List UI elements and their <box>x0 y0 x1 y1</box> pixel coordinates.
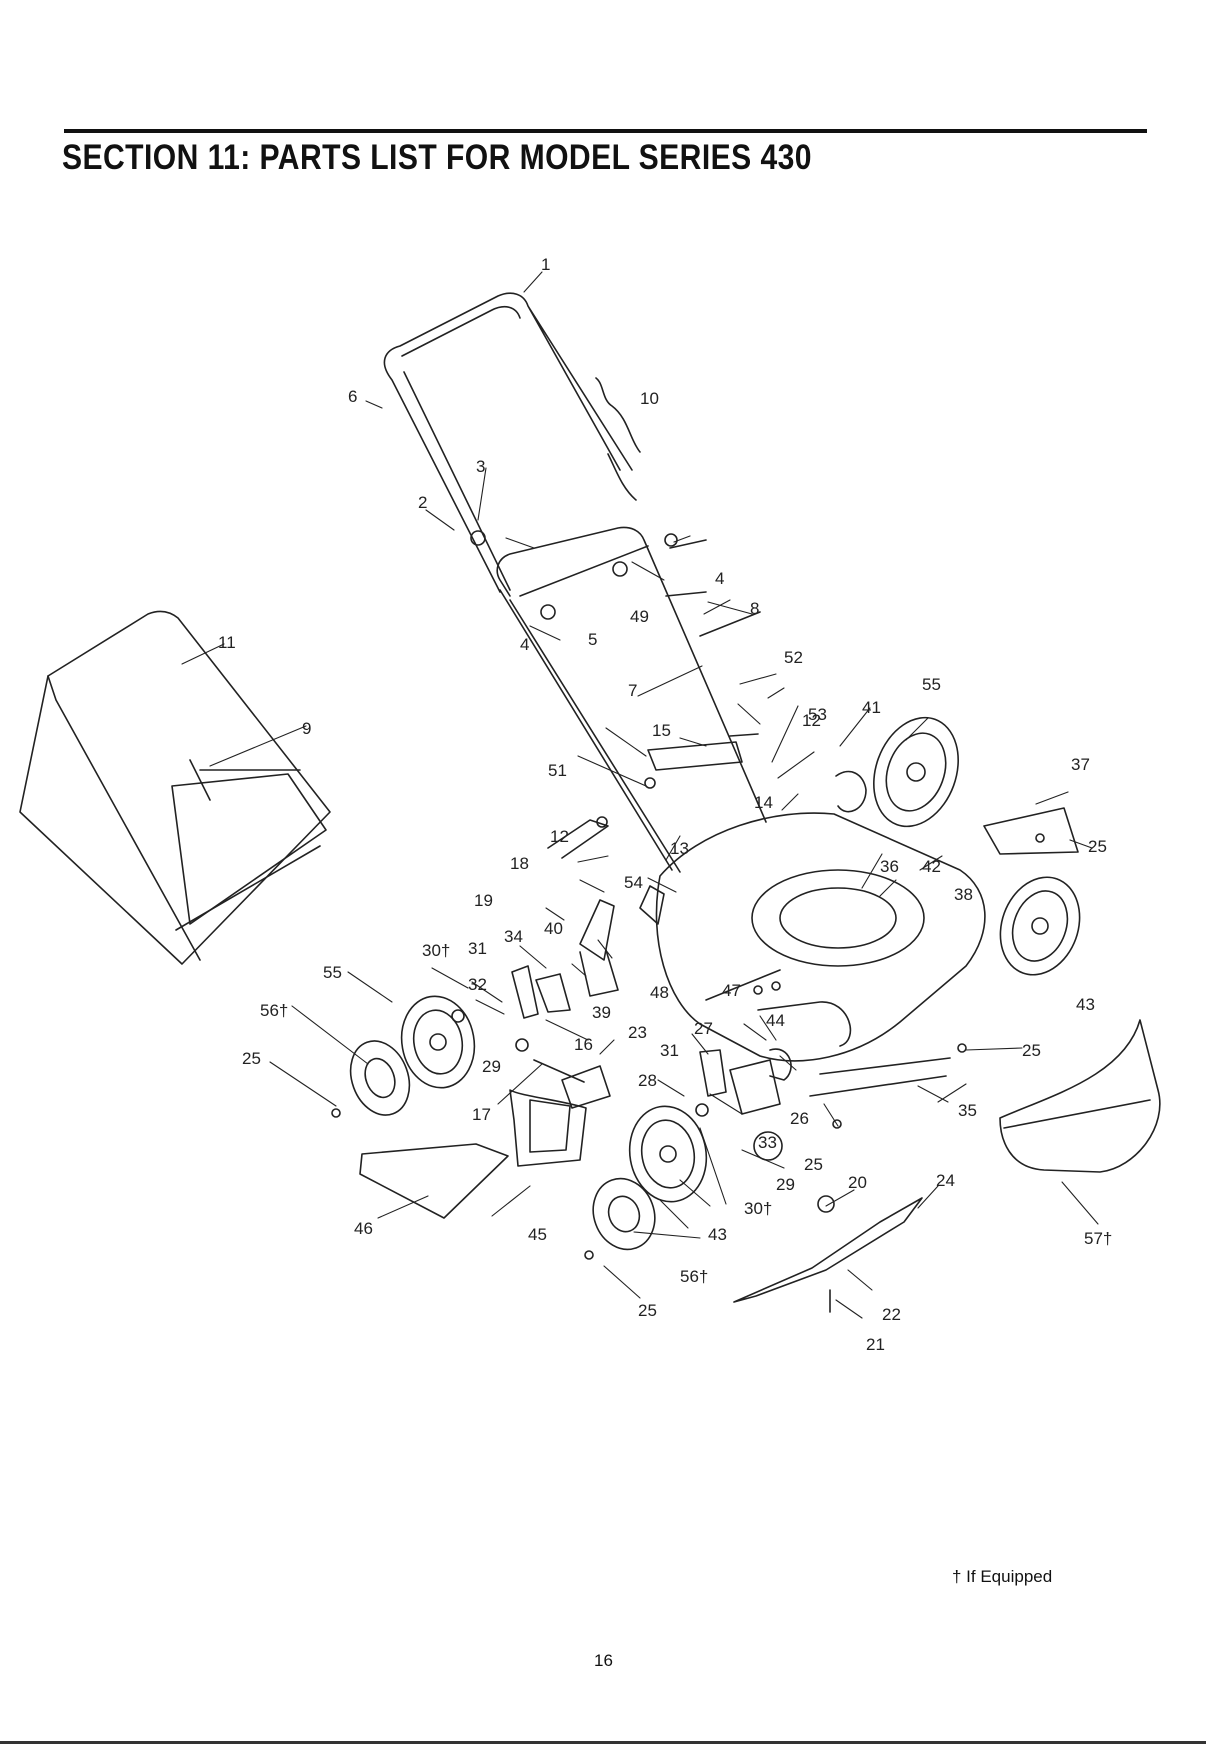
mower-deck <box>656 813 984 1096</box>
rear-door <box>510 1090 586 1166</box>
callout-1: 1 <box>541 255 550 274</box>
callout-19: 19 <box>474 891 493 910</box>
wheel-rear-left <box>395 990 482 1093</box>
callout-9: 9 <box>302 719 311 738</box>
callout-55: 55 <box>922 675 941 694</box>
hubcap-left <box>341 1033 420 1124</box>
callout-17: 17 <box>472 1105 491 1124</box>
callout-26: 26 <box>790 1109 809 1128</box>
callout-56-dagger: 56† <box>260 1001 288 1020</box>
callout-3: 3 <box>476 457 485 476</box>
callout-46: 46 <box>354 1219 373 1238</box>
callout-43-lower: 43 <box>708 1225 727 1244</box>
grass-catcher <box>20 611 330 964</box>
callout-39: 39 <box>592 1003 611 1022</box>
callout-45: 45 <box>528 1225 547 1244</box>
callout-2: 2 <box>418 493 427 512</box>
callout-27: 27 <box>694 1019 713 1038</box>
callout-23: 23 <box>628 1023 647 1042</box>
callout-5: 5 <box>588 630 597 649</box>
callout-49: 49 <box>630 607 649 626</box>
callout-33: 33 <box>758 1133 777 1152</box>
callout-57-dagger: 57† <box>1084 1229 1112 1248</box>
callout-34: 34 <box>504 927 523 946</box>
mulch-plug <box>562 1066 610 1108</box>
callout-53: 53 <box>808 705 827 724</box>
callout-36: 36 <box>880 857 899 876</box>
wheel-front-right-upper <box>859 706 972 839</box>
callout-42: 42 <box>922 857 941 876</box>
callout-11: 11 <box>218 633 236 652</box>
callout-37: 37 <box>1071 755 1090 774</box>
leader-lines <box>182 272 1098 1318</box>
callout-30-dagger: 30† <box>422 941 450 960</box>
callout-41: 41 <box>862 698 881 717</box>
page-bottom-rule <box>0 1741 1206 1744</box>
if-equipped-note: † If Equipped <box>952 1567 1052 1587</box>
callout-32: 32 <box>468 975 487 994</box>
callout-24: 24 <box>936 1171 955 1190</box>
callout-8: 8 <box>750 599 759 618</box>
callout-labels: 1 6 10 3 2 4 8 49 5 4 52 7 55 41 12 15 5… <box>218 255 1112 1354</box>
callout-56-dagger-lower: 56† <box>680 1267 708 1286</box>
callout-52: 52 <box>784 648 803 667</box>
callout-4: 4 <box>715 569 724 588</box>
callout-48: 48 <box>650 983 669 1002</box>
callout-29: 29 <box>482 1057 501 1076</box>
callout-25-right-upper: 25 <box>1088 837 1107 856</box>
upper-handle <box>384 293 632 592</box>
callout-25-bottom: 25 <box>638 1301 657 1320</box>
callout-13: 13 <box>670 839 689 858</box>
callout-10: 10 <box>640 389 659 408</box>
callout-44: 44 <box>766 1011 785 1030</box>
callout-54: 54 <box>624 873 643 892</box>
callout-47: 47 <box>722 981 741 1000</box>
callout-21: 21 <box>866 1335 885 1354</box>
callout-25-left: 25 <box>242 1049 261 1068</box>
callout-31-lower: 31 <box>660 1041 679 1060</box>
discharge-chute <box>360 1144 508 1218</box>
callout-20: 20 <box>848 1173 867 1192</box>
callout-12-lower: 12 <box>550 827 569 846</box>
callout-29-lower: 29 <box>776 1175 795 1194</box>
callout-55-left: 55 <box>323 963 342 982</box>
callout-15: 15 <box>652 721 671 740</box>
callout-51: 51 <box>548 761 567 780</box>
callout-4-lower: 4 <box>520 635 529 654</box>
wheel-front-right-lower <box>987 866 1093 986</box>
hubcap-right <box>583 1170 664 1258</box>
callout-30-dagger-lower: 30† <box>744 1199 772 1218</box>
callout-43: 43 <box>1076 995 1095 1014</box>
callout-38: 38 <box>954 885 973 904</box>
callout-18: 18 <box>510 854 529 873</box>
callout-31: 31 <box>468 939 487 958</box>
callout-22: 22 <box>882 1305 901 1324</box>
callout-14: 14 <box>754 793 773 812</box>
callout-28: 28 <box>638 1071 657 1090</box>
callout-40: 40 <box>544 919 563 938</box>
callout-25-mid: 25 <box>804 1155 823 1174</box>
callout-35: 35 <box>958 1101 977 1120</box>
callout-25-right: 25 <box>1022 1041 1041 1060</box>
page-number: 16 <box>594 1651 613 1671</box>
callout-6: 6 <box>348 387 357 406</box>
callout-7: 7 <box>628 681 637 700</box>
callout-16: 16 <box>574 1035 593 1054</box>
small-hardware <box>332 820 1044 1259</box>
